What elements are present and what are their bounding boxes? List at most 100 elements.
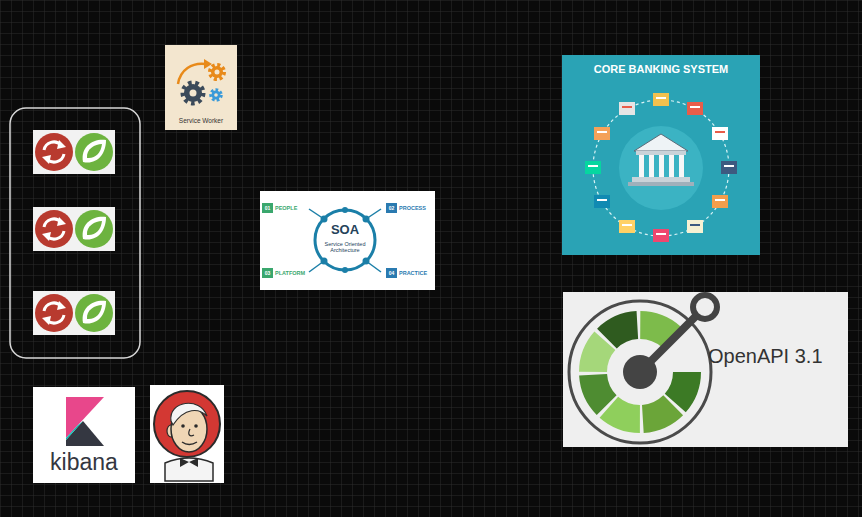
openapi-logo-part [693, 295, 717, 319]
core-banking-illustration-part-part [594, 127, 610, 140]
core-banking-illustration-part-part [690, 224, 700, 226]
spring-cloud-icon [33, 207, 115, 251]
core-banking-illustration-part [619, 102, 635, 115]
openapi-card: OpenAPI 3.1 [563, 292, 848, 447]
core-banking-illustration-part [653, 229, 669, 242]
service-worker-card-part [210, 65, 224, 79]
spring-cloud-icon-part [75, 133, 113, 171]
spring-cloud-icon-part [35, 294, 73, 332]
pillar-label: PLATFORM [275, 268, 305, 278]
core-banking-illustration-part [653, 93, 669, 106]
service-worker-card-part [165, 45, 237, 130]
core-banking-illustration-part [679, 155, 684, 177]
core-banking-illustration-part [593, 100, 729, 236]
service-worker-card-part [204, 59, 212, 69]
service-worker-card-part [211, 66, 223, 78]
core-banking-illustration-part [649, 155, 654, 177]
soa-diagram-part [363, 258, 370, 265]
core-banking-illustration-part [562, 55, 760, 255]
core-banking-illustration-part [594, 127, 610, 140]
soa-diagram-part [262, 203, 273, 213]
core-banking-illustration-part-part [712, 127, 728, 140]
jenkins-logo-part [189, 429, 194, 436]
core-banking-illustration-part-part [656, 97, 666, 99]
service-worker-card: Service Worker [165, 45, 237, 130]
spring-cloud-icon-part [35, 210, 73, 248]
spring-cloud-icon-part [83, 217, 106, 240]
spring-cloud-icon-part [42, 155, 51, 164]
core-banking-illustration-part [721, 161, 737, 174]
service-worker-card-part [183, 83, 203, 103]
spring-cloud-icon-part [33, 291, 115, 335]
node-subtitle: Service Oriented Architecture [320, 241, 370, 254]
core-banking-illustration-part [669, 155, 674, 177]
openapi-logo-part [569, 301, 711, 443]
spring-cloud-icon-part [57, 140, 66, 149]
jenkins-logo-part [182, 442, 197, 445]
spring-cloud-icon-part [75, 210, 113, 248]
core-banking-illustration-part-part [653, 93, 669, 106]
callout-number: 02 [386, 203, 397, 213]
service-worker-card-part [214, 93, 218, 97]
pillar-label: PRACTICE [399, 268, 427, 278]
jenkins-logo-part [181, 424, 185, 428]
service-group-outline-part [10, 108, 140, 358]
core-banking-illustration-part [634, 134, 688, 151]
soa-diagram-part [342, 267, 348, 273]
core-banking-illustration-part-part [619, 102, 635, 115]
core-banking-illustration-part [619, 126, 703, 210]
core-banking-illustration-part-part [585, 161, 601, 174]
node-title: SOA [315, 223, 375, 238]
core-banking-illustration-part-part [597, 199, 607, 201]
jenkins-logo-part [194, 424, 198, 428]
core-banking-illustration-part-part [619, 220, 635, 233]
spring-cloud-icon-part [57, 301, 66, 310]
spring-cloud-icon-part [87, 221, 102, 235]
core-banking-illustration-part [687, 220, 703, 233]
spring-cloud-icon-part [42, 316, 51, 325]
soa-diagram-part [315, 210, 375, 270]
spring-cloud-icon [33, 291, 115, 335]
jenkins-logo-part [171, 403, 207, 425]
spring-cloud-icon-part [42, 232, 51, 241]
node-title: Service Worker [167, 117, 235, 124]
core-banking-illustration-part [594, 195, 610, 208]
node-title: kibana [33, 449, 135, 475]
kibana-card: kibana [33, 387, 135, 483]
core-banking-illustration-part-part [656, 233, 666, 235]
service-worker-card-part [215, 70, 220, 75]
core-banking-illustration-part-part [653, 229, 669, 242]
jenkins-logo-part [180, 458, 189, 467]
spring-cloud-icon-part [57, 217, 66, 226]
core-banking-illustration-part-part [622, 224, 632, 226]
core-banking-illustration-part-part [715, 131, 725, 133]
openapi-logo-part [623, 355, 657, 389]
soa-diagram-part [386, 268, 397, 278]
spring-cloud-icon-part [83, 140, 106, 163]
openapi-logo-part [563, 292, 848, 447]
core-banking-card: CORE BANKING SYSTEM [562, 55, 760, 255]
core-banking-illustration-part-part [588, 165, 598, 167]
soa-circle: SOA Service Oriented Architecture [315, 210, 375, 270]
service-worker-card-part [212, 91, 221, 100]
core-banking-illustration-part [632, 177, 690, 182]
spring-cloud-icon-part [35, 133, 73, 171]
core-banking-illustration-part [619, 220, 635, 233]
core-banking-illustration-part [628, 182, 694, 186]
callout-number: 04 [386, 268, 397, 278]
jenkins-logo-part [165, 458, 213, 481]
kibana-logo-part [66, 421, 83, 440]
soa-diagram-part [262, 268, 273, 278]
core-banking-illustration-part-part [687, 220, 703, 233]
service-group-outline [10, 108, 140, 358]
service-worker-card-part [190, 90, 197, 97]
soa-diagram-part [321, 216, 328, 223]
openapi-logo [563, 292, 848, 447]
soa-diagram-part [342, 207, 348, 213]
soa-diagram-part [321, 258, 328, 265]
spring-cloud-icon-part [75, 294, 113, 332]
